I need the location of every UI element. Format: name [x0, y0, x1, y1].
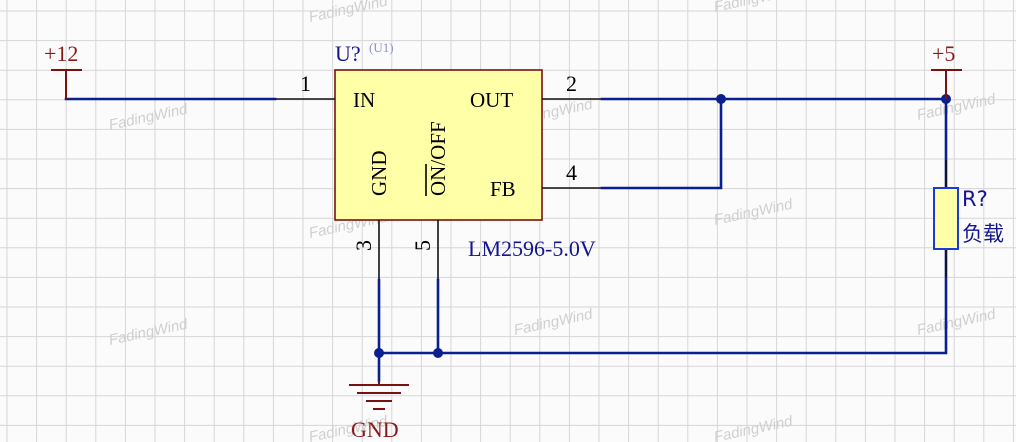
pin-5-number: 5	[410, 240, 435, 251]
chip-pins	[275, 98, 602, 280]
pin-3-number: 3	[351, 240, 376, 251]
wire-fb[interactable]	[600, 97, 723, 190]
resistor-designator: R?	[962, 187, 988, 211]
junction-dot	[374, 348, 384, 358]
chip-designator[interactable]: U?	[335, 41, 361, 66]
load-resistor[interactable]: R? 负载	[933, 160, 1004, 277]
watermark-text: FadingWind	[712, 0, 794, 16]
power-port-5v[interactable]: +5	[931, 41, 962, 99]
watermark-text: FadingWind	[512, 306, 594, 339]
chip-body[interactable]	[334, 69, 543, 221]
watermark-text: FadingWind	[915, 91, 997, 124]
watermark-text: FadingWind	[712, 413, 794, 442]
pin-4-name: FB	[490, 177, 516, 201]
ground-symbol[interactable]: GND	[349, 381, 409, 442]
watermark-text: FadingWind	[107, 316, 189, 349]
power-port-5v-label: +5	[932, 41, 955, 66]
junction-dot	[433, 348, 443, 358]
power-port-12v[interactable]: +12	[44, 41, 82, 99]
pin-3-name: GND	[367, 151, 391, 197]
ground-label: GND	[351, 417, 399, 442]
wires	[64, 97, 948, 383]
pin-4-number: 4	[566, 160, 577, 185]
chip-designator-hint: (U1)	[369, 40, 394, 55]
pin-2-number: 2	[566, 71, 577, 96]
pin-1-name: IN	[353, 88, 375, 112]
resistor-comment: 负载	[962, 222, 1004, 246]
resistor-body[interactable]	[933, 187, 959, 250]
chip-value[interactable]: LM2596-5.0V	[468, 236, 596, 261]
pin-1-number: 1	[300, 71, 311, 96]
junction-dot	[716, 94, 726, 104]
watermark-text: FadingWind	[712, 196, 794, 229]
pin-2-name: OUT	[470, 88, 513, 112]
wire-ground-return[interactable]	[377, 247, 948, 355]
watermark-text: FadingWind	[915, 306, 997, 339]
power-port-12v-label: +12	[44, 41, 78, 66]
junctions	[374, 94, 951, 358]
pin-5-name: ON/OFF	[426, 121, 450, 196]
watermark-text: FadingWind	[307, 0, 389, 26]
